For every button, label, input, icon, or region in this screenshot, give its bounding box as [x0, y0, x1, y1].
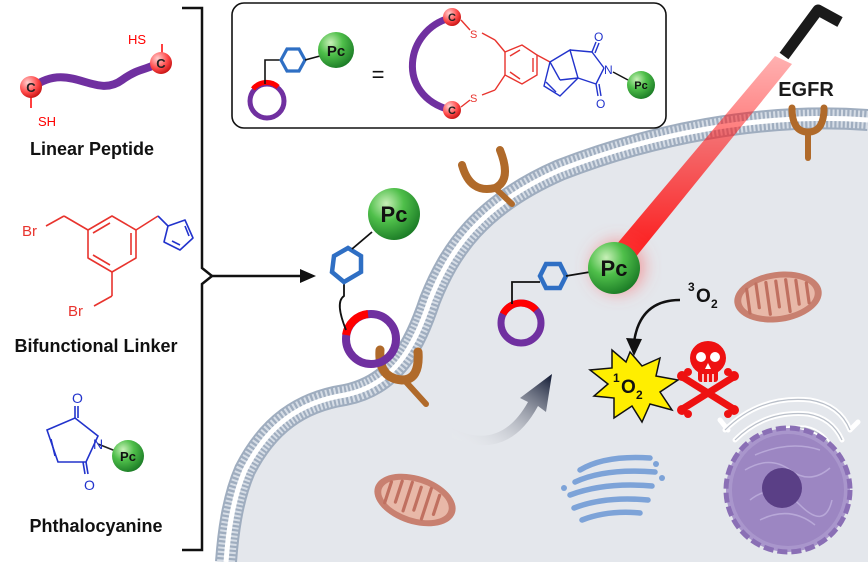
svg-text:=: =: [372, 62, 385, 87]
internalization-arrow: [452, 374, 552, 446]
cysteine-atom: [20, 76, 42, 98]
svg-text:C: C: [448, 105, 456, 117]
egfr-receptor-middle: [458, 146, 515, 207]
svg-text:Pc: Pc: [120, 449, 136, 464]
bracket: [182, 6, 215, 552]
cysteine-atom: [150, 52, 172, 74]
phthalocyanine-caption: Phthalocyanine: [29, 516, 162, 536]
svg-text:N: N: [604, 63, 613, 77]
pc-peptide-conjugate-membrane: Pc: [329, 188, 429, 407]
triplet-oxygen: 3 O 2: [688, 275, 718, 311]
linear-peptide-structure: C C HS SH: [20, 32, 172, 129]
svg-text:Pc: Pc: [634, 80, 647, 92]
pc-ball-legend-right: [627, 71, 655, 99]
bromo-label-top: Br: [22, 223, 37, 240]
bromo-label-bottom: Br: [68, 303, 83, 320]
egfr-label: EGFR: [778, 79, 834, 101]
pc-ball-legend: [318, 32, 354, 68]
cytoplasm: [226, 118, 868, 562]
svg-text:Pc: Pc: [327, 43, 345, 60]
svg-text:O: O: [84, 477, 95, 493]
laser-fiber: [600, 4, 843, 274]
linear-peptide-caption: Linear Peptide: [30, 139, 154, 159]
svg-text:N: N: [93, 436, 103, 452]
thiol-label-bottom: SH: [38, 114, 56, 129]
legend-box: Pc = C C S S: [231, 2, 667, 129]
pc-ball-conjugate: [368, 188, 420, 240]
nucleus: [723, 425, 853, 555]
mitochondrion-left: [374, 473, 456, 527]
pc-ball-internal: [588, 242, 640, 294]
bifunctional-linker-caption: Bifunctional Linker: [14, 336, 177, 356]
svg-text:C: C: [156, 56, 166, 71]
svg-text:C: C: [26, 80, 36, 95]
skull-crossbones-icon: [677, 341, 739, 418]
assembly-arrow: [212, 269, 316, 283]
svg-text:Pc: Pc: [381, 202, 408, 227]
svg-text:Pc: Pc: [601, 256, 628, 281]
laser-beam: [600, 56, 792, 274]
svg-text:O: O: [72, 390, 83, 406]
mitochondrion-right: [734, 271, 822, 323]
svg-text:S: S: [470, 29, 477, 41]
svg-text:1 O 2: 1 O 2: [613, 366, 643, 402]
svg-text:O: O: [596, 97, 605, 111]
thiol-label-top: HS: [128, 32, 146, 47]
bifunctional-linker-structure: [45, 215, 194, 307]
golgi-apparatus: [561, 454, 665, 523]
pc-peptide-conjugate-internal: Pc: [497, 231, 654, 347]
svg-text:C: C: [448, 12, 456, 24]
svg-text:O: O: [594, 30, 603, 44]
energy-transfer-arrow: [626, 298, 681, 356]
egfr-receptor-top: [788, 104, 828, 161]
maleimide-pc-structure: [46, 406, 119, 475]
svg-text:S: S: [470, 93, 477, 105]
pc-ball-small: [112, 440, 144, 472]
singlet-oxygen-burst: 1 O 2: [588, 348, 680, 424]
cell: EGFR: [215, 79, 868, 563]
